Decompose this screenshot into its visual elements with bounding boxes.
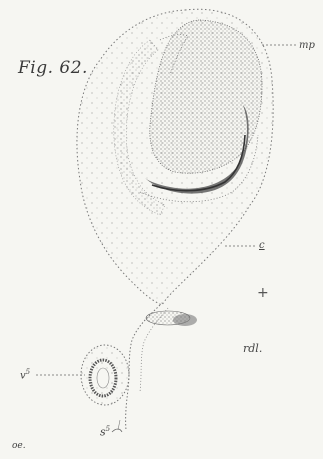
bottom-trace — [112, 429, 122, 432]
crosshair-mark-icon: + — [257, 285, 269, 301]
label-rdl: rdl. — [243, 342, 262, 355]
label-mp: mp — [299, 40, 315, 51]
label-s5: s5 — [100, 425, 110, 439]
bottom-tick — [118, 420, 120, 430]
label-v5: v5 — [20, 368, 30, 381]
vesicle-lumen — [97, 368, 109, 388]
label-oe: oe. — [12, 441, 26, 451]
label-c: c — [259, 240, 265, 251]
label-v5-sup: 5 — [26, 368, 30, 376]
stalk-cell-cluster-2 — [173, 314, 197, 326]
label-s5-sup: 5 — [106, 425, 110, 433]
figure-caption: Fig. 62. — [18, 58, 88, 78]
